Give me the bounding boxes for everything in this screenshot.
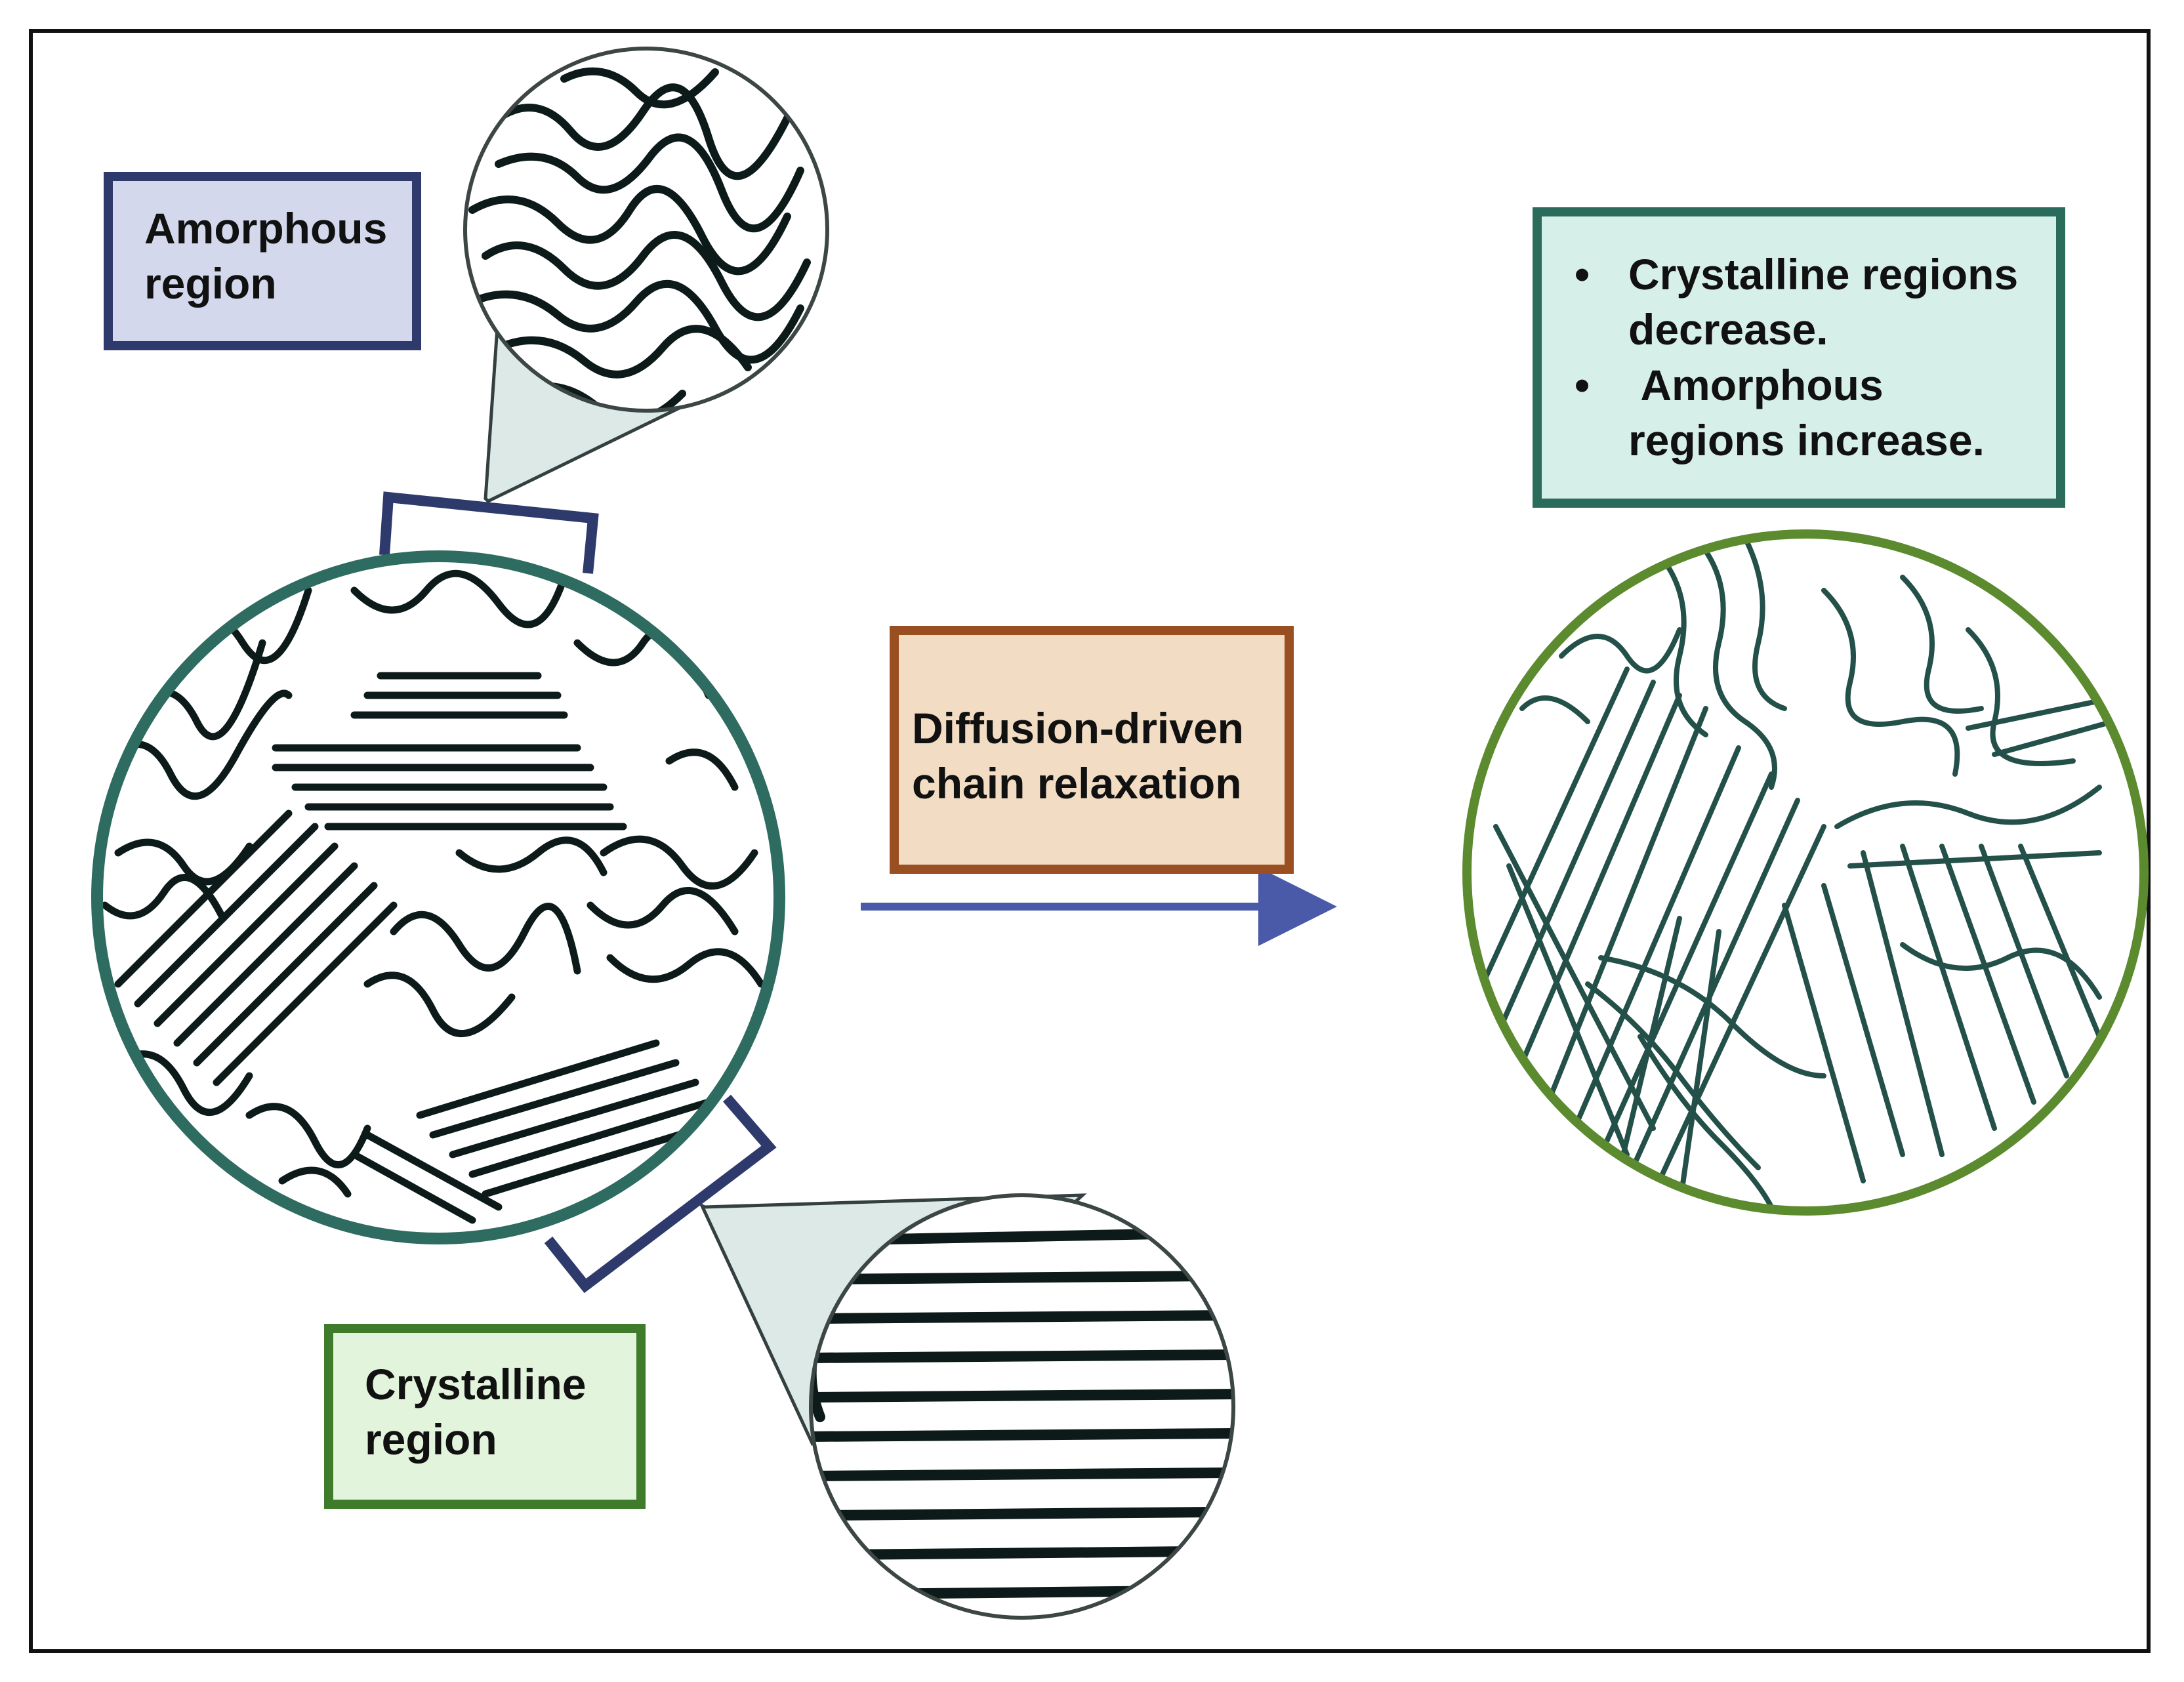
semicrystalline-circle-border <box>91 550 785 1244</box>
process-label: Diffusion-driven chain relaxation <box>912 704 1244 808</box>
result-bullet-amorphous-text: Amorphous regions increase. <box>1628 360 1985 465</box>
amorphous-selection-bracket <box>379 491 599 574</box>
crystalline-region-label: Crystalline region <box>365 1360 587 1464</box>
relaxed-circle-border <box>1462 529 2149 1216</box>
figure-frame <box>29 29 2151 1653</box>
amorphous-zoom-border <box>463 47 829 413</box>
result-bullet-crystalline: Crystalline regions decrease. <box>1575 247 2043 358</box>
amorphous-zoom-background <box>465 49 827 411</box>
result-summary-box: Crystalline regions decrease. Amorphous … <box>1533 207 2065 508</box>
crystalline-zoom-border <box>809 1193 1235 1620</box>
process-label-box: Diffusion-driven chain relaxation <box>890 626 1294 874</box>
amorphous-zoom-chains <box>468 67 811 411</box>
amorphous-region-label-box: Amorphous region <box>104 172 421 350</box>
amorphous-region-label: Amorphous region <box>144 204 388 308</box>
relaxed-chains <box>1480 535 2128 1210</box>
result-bullet-crystalline-text: Crystalline regions decrease. <box>1628 250 2019 354</box>
semicrystalline-circle-background <box>97 556 779 1239</box>
result-bullet-list: Crystalline regions decrease. Amorphous … <box>1575 247 2043 468</box>
relaxed-circle-background <box>1467 534 2144 1211</box>
crystalline-selection-bracket <box>544 1094 777 1294</box>
crystalline-region-label-box: Crystalline region <box>324 1324 646 1509</box>
result-bullet-amorphous: Amorphous regions increase. <box>1575 358 2043 468</box>
semicrystalline-chains <box>101 569 765 1224</box>
